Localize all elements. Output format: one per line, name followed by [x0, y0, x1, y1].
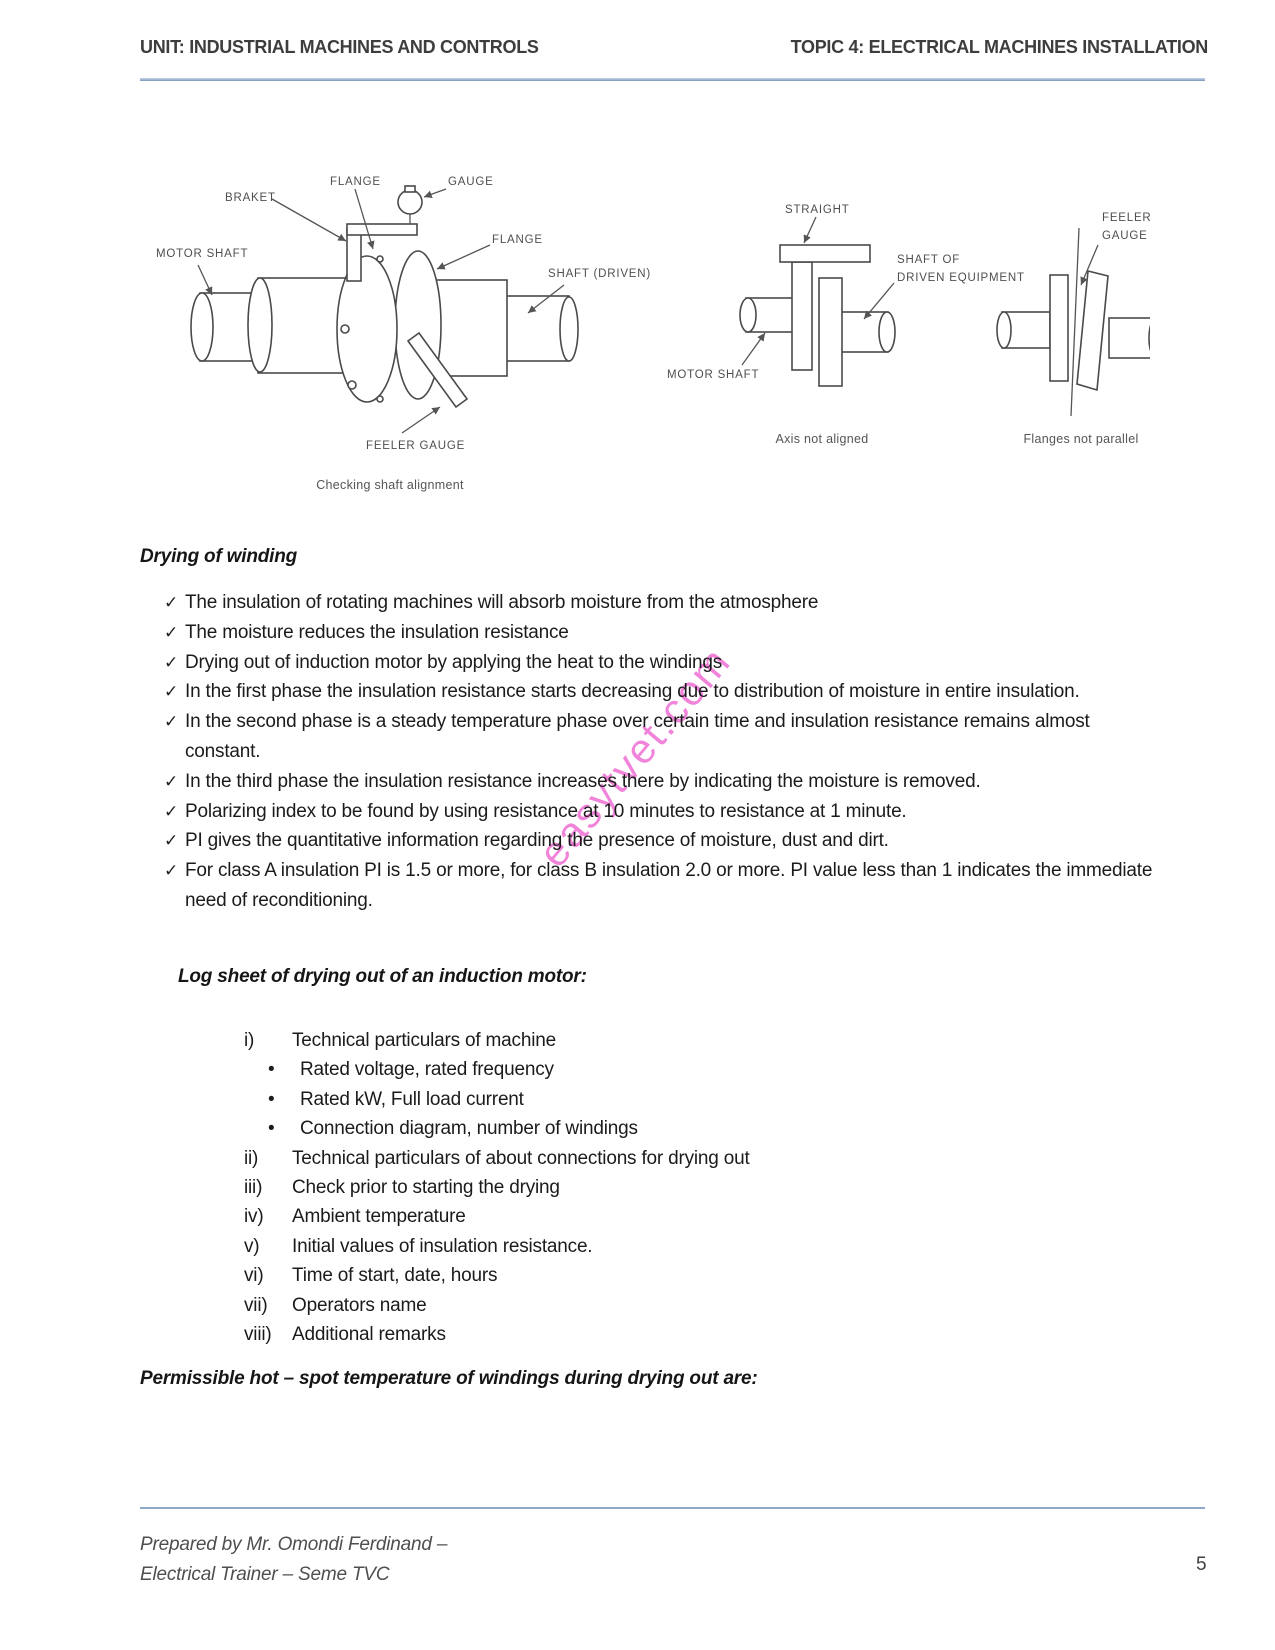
- check-icon: ✓: [164, 593, 179, 612]
- bullet-icon: •: [268, 1088, 275, 1110]
- label-motor-shaft-left: MOTOR SHAFT: [156, 248, 248, 260]
- log-item-text: Technical particulars of machine: [292, 1030, 556, 1051]
- label-braket: BRAKET: [225, 192, 276, 204]
- shaft-alignment-diagram: BRAKET FLANGE GAUGE FLANGE MOTOR SHAFT S…: [156, 176, 1164, 492]
- check-icon: ✓: [164, 682, 179, 702]
- header-unit-title: UNIT: INDUSTRIAL MACHINES AND CONTROLS: [140, 37, 539, 57]
- log-item: i) Technical particulars of machine: [244, 1026, 750, 1055]
- log-item-text: Time of start, date, hours: [292, 1265, 498, 1287]
- label-shaft-of: SHAFT OF: [897, 254, 960, 266]
- drying-checklist: ✓ The insulation of rotating machines wi…: [164, 588, 1184, 916]
- diagram-flanges-not-parallel: FEELER GAUGE Flanges not parallel: [996, 212, 1164, 446]
- footer-author-line1: Prepared by Mr. Omondi Ferdinand –: [140, 1534, 448, 1555]
- log-item-marker: ii): [244, 1147, 259, 1169]
- checklist-item: ✓ In the second phase is a steady temper…: [164, 707, 1184, 767]
- diagram-axis-not-aligned: STRAIGHT SHAFT OF DRIVEN EQUIPMENT MOTOR…: [667, 204, 1025, 446]
- check-icon: ✓: [164, 771, 179, 791]
- log-item-text: Technical particulars of about connectio…: [292, 1147, 750, 1169]
- log-item-text: Check prior to starting the drying: [292, 1177, 560, 1199]
- checklist-item-text: PI gives the quantitative information re…: [185, 830, 889, 852]
- label-flange-top: FLANGE: [330, 176, 381, 188]
- checklist-item: ✓ In the first phase the insulation resi…: [164, 677, 1184, 707]
- checklist-item-text: Drying out of induction motor by applyin…: [185, 651, 723, 673]
- label-straight: STRAIGHT: [785, 204, 850, 216]
- heading-permissible-temperature: Permissible hot – spot temperature of wi…: [140, 1368, 758, 1389]
- log-item-marker: iii): [244, 1177, 263, 1199]
- log-item-marker: vi): [244, 1265, 264, 1287]
- checklist-item: ✓ Polarizing index to be found by using …: [164, 797, 1184, 827]
- log-item-text: Additional remarks: [292, 1324, 446, 1346]
- heading-drying-of-winding: Drying of winding: [140, 546, 298, 567]
- checklist-item: ✓ For class A insulation PI is 1.5 or mo…: [164, 856, 1184, 916]
- label-gauge-right: GAUGE: [1102, 230, 1148, 242]
- footer-author-line2: Electrical Trainer – Seme TVC: [140, 1564, 390, 1585]
- label-gauge: GAUGE: [448, 176, 494, 188]
- check-icon: ✓: [164, 861, 179, 881]
- log-subitem: • Rated voltage, rated frequency: [244, 1055, 750, 1084]
- check-icon: ✓: [164, 652, 179, 672]
- log-item-text: Initial values of insulation resistance.: [292, 1235, 593, 1257]
- checklist-item-text: In the second phase is a steady temperat…: [185, 711, 1090, 762]
- page-number: 5: [1196, 1554, 1207, 1575]
- label-driven-equipment: DRIVEN EQUIPMENT: [897, 272, 1025, 284]
- log-item-text: Rated kW, Full load current: [300, 1088, 524, 1110]
- checklist-item: ✓ PI gives the quantitative information …: [164, 826, 1184, 856]
- checklist-item-text: For class A insulation PI is 1.5 or more…: [185, 860, 1153, 911]
- heading-log-sheet: Log sheet of drying out of an induction …: [178, 966, 587, 987]
- log-item-text: Rated voltage, rated frequency: [300, 1059, 554, 1081]
- caption-checking-alignment: Checking shaft alignment: [316, 478, 464, 492]
- log-item-marker: v): [244, 1235, 260, 1257]
- label-motor-shaft-middle: MOTOR SHAFT: [667, 369, 759, 381]
- log-item: v) Initial values of insulation resistan…: [244, 1232, 750, 1261]
- caption-flanges-not-parallel: Flanges not parallel: [1023, 432, 1138, 446]
- checklist-item-text: Polarizing index to be found by using re…: [185, 800, 907, 822]
- bullet-icon: •: [268, 1118, 275, 1140]
- header-topic-title: TOPIC 4: ELECTRICAL MACHINES INSTALLATIO…: [790, 37, 1209, 57]
- bullet-icon: •: [268, 1059, 275, 1081]
- check-icon: ✓: [164, 712, 179, 732]
- label-feeler-gauge-left: FEELER GAUGE: [366, 440, 465, 452]
- log-subitem: • Rated kW, Full load current: [244, 1085, 750, 1114]
- caption-axis-not-aligned: Axis not aligned: [775, 432, 868, 446]
- log-item-text: Connection diagram, number of windings: [300, 1118, 638, 1140]
- footer-author: Prepared by Mr. Omondi Ferdinand – Elect…: [140, 1530, 447, 1590]
- log-item: iii) Check prior to starting the drying: [244, 1173, 750, 1202]
- checklist-item-text: In the third phase the insulation resist…: [185, 770, 981, 792]
- log-item-marker: viii): [244, 1324, 272, 1346]
- check-icon: ✓: [164, 831, 179, 851]
- checklist-item-text: The moisture reduces the insulation resi…: [185, 621, 569, 643]
- check-icon: ✓: [164, 801, 179, 821]
- header-rule: [140, 78, 1205, 81]
- log-item: vi) Time of start, date, hours: [244, 1261, 750, 1290]
- footer-rule: [140, 1507, 1205, 1509]
- checklist-item: ✓ In the third phase the insulation resi…: [164, 767, 1184, 797]
- log-item: vii) Operators name: [244, 1291, 750, 1320]
- log-item: iv) Ambient temperature: [244, 1202, 750, 1231]
- log-subitem: • Connection diagram, number of windings: [244, 1114, 750, 1143]
- label-feeler: FEELER: [1102, 212, 1150, 224]
- log-item-marker: iv): [244, 1206, 264, 1228]
- label-shaft-driven: SHAFT (DRIVEN): [548, 268, 651, 280]
- diagram-checking-alignment: BRAKET FLANGE GAUGE FLANGE MOTOR SHAFT S…: [156, 176, 651, 492]
- checklist-item-text: In the first phase the insulation resist…: [185, 681, 1080, 703]
- checklist-item: ✓ Drying out of induction motor by apply…: [164, 648, 1184, 678]
- checklist-item-text: The insulation of rotating machines will…: [185, 592, 819, 613]
- log-item: ii) Technical particulars of about conne…: [244, 1144, 750, 1173]
- log-item-marker: i): [244, 1030, 255, 1051]
- figure-shaft-alignment: BRAKET FLANGE GAUGE FLANGE MOTOR SHAFT S…: [140, 133, 1164, 505]
- log-item-text: Ambient temperature: [292, 1206, 466, 1228]
- label-flange-right: FLANGE: [492, 234, 543, 246]
- log-item-marker: vii): [244, 1294, 268, 1316]
- log-item-text: Operators name: [292, 1294, 427, 1316]
- check-icon: ✓: [164, 622, 179, 642]
- checklist-item: ✓ The insulation of rotating machines wi…: [164, 588, 1184, 618]
- log-sheet-list: i) Technical particulars of machine • Ra…: [244, 1026, 750, 1349]
- log-item: viii) Additional remarks: [244, 1320, 750, 1349]
- checklist-item: ✓ The moisture reduces the insulation re…: [164, 618, 1184, 648]
